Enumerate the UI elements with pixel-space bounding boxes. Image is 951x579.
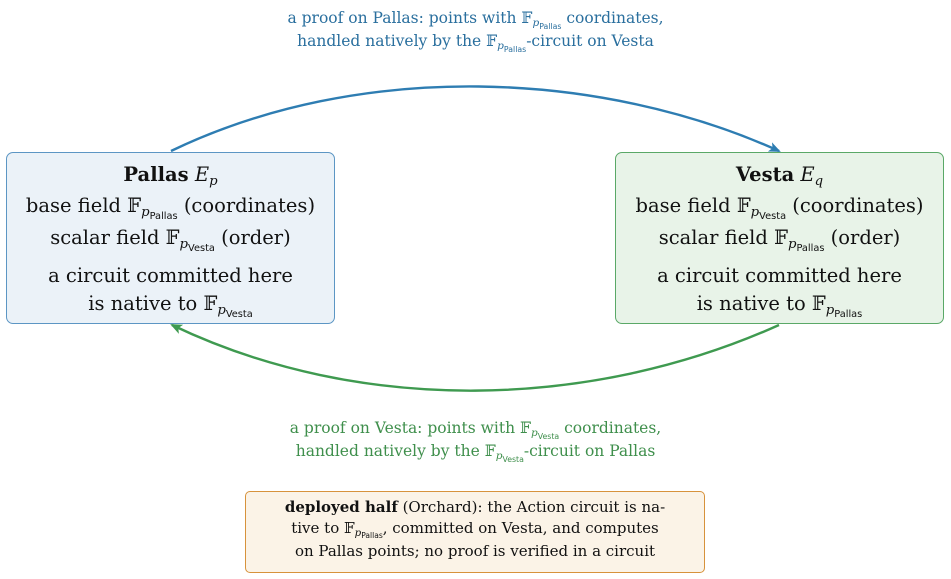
note-line2: tive to 𝔽pPallas, committed on Vesta, an… [291,519,659,541]
vesta-curve-box: Vesta Eq base field 𝔽pVesta (coordinates… [615,152,944,324]
bottom-caption: a proof on Vesta: points with 𝔽pVesta co… [190,418,761,464]
arrow-vesta-to-pallas [170,323,780,392]
vesta-circuit-line2: is native to 𝔽pPallas [696,292,863,320]
vesta-circuit-line1: a circuit committed here [657,264,902,287]
pallas-title: Pallas Ep [123,163,218,190]
pallas-curve-box: Pallas Ep base field 𝔽pPallas (coordinat… [6,152,335,324]
arrow-pallas-to-vesta [170,85,781,153]
top-caption: a proof on Pallas: points with 𝔽pPallas … [190,8,761,54]
vesta-base-field: base field 𝔽pVesta (coordinates) [635,194,924,222]
pallas-circuit-line1: a circuit committed here [48,264,293,287]
note-line1: deployed half (Orchard): the Action circ… [284,498,666,516]
bottom-caption-line2: handled natively by the 𝔽pVesta-circuit … [295,442,656,464]
vesta-title: Vesta Eq [735,163,824,190]
top-caption-line1: a proof on Pallas: points with 𝔽pPallas … [287,9,664,31]
deployed-half-note: deployed half (Orchard): the Action circ… [245,491,705,573]
vesta-scalar-field: scalar field 𝔽pPallas (order) [658,226,901,254]
pallas-circuit-line2: is native to 𝔽pVesta [88,292,253,320]
pallas-base-field: base field 𝔽pPallas (coordinates) [25,194,316,222]
top-caption-line2: handled natively by the 𝔽pPallas-circuit… [297,32,654,54]
bottom-caption-line1: a proof on Vesta: points with 𝔽pVesta co… [289,419,662,441]
note-line3: on Pallas points; no proof is verified i… [294,542,656,560]
pallas-scalar-field: scalar field 𝔽pVesta (order) [50,226,291,254]
